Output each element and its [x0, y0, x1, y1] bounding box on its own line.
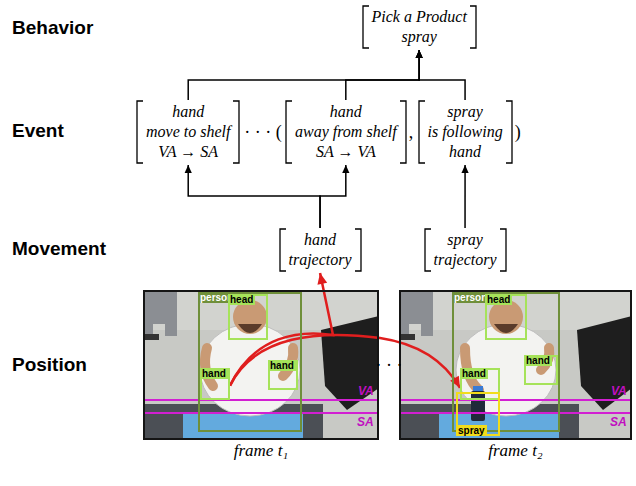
arrow-head	[317, 273, 327, 285]
connector-line	[464, 165, 466, 228]
detection-label: head	[228, 294, 255, 305]
arrow-head	[342, 165, 349, 173]
sequence-mark: · · · (	[244, 121, 281, 143]
arrow-head	[461, 165, 468, 173]
person-box: personheadhandhand	[198, 292, 302, 432]
person-box: personheadhandhandspray	[452, 292, 560, 432]
arrow-head	[416, 50, 423, 58]
hand-box: hand	[524, 355, 558, 385]
matrix-entry: away from shelf	[295, 122, 397, 142]
detection-label: hand	[268, 360, 296, 371]
bracket-line	[137, 101, 239, 163]
connector	[188, 50, 423, 100]
frame-ellipsis: · · ·	[376, 354, 403, 376]
level-label: Behavior	[12, 17, 93, 39]
behavior-matrix: Pick a Productspray	[361, 5, 478, 49]
matrix-entry: hand	[295, 102, 397, 122]
frame-photo	[143, 290, 379, 440]
event-matrix: handmove to shelfVA → SA	[135, 100, 241, 164]
camera-frame: frame t₂personheadhandhandspray	[399, 290, 632, 440]
hand-box: hand	[460, 368, 500, 400]
connector-line	[188, 50, 419, 100]
matrix-entry: trajectory	[289, 250, 352, 270]
matrix-entry: hand	[428, 142, 503, 162]
matrix-entry: spray	[428, 102, 503, 122]
detection-label: head	[485, 294, 512, 305]
movement-matrix: spraytrajectory	[423, 228, 508, 272]
frame-photo	[399, 290, 632, 440]
level-label: Event	[12, 120, 64, 142]
zone-label: VA	[358, 385, 374, 398]
connector	[346, 50, 423, 100]
detection-label: spray	[456, 425, 487, 436]
matrix-entry: VA → SA	[146, 142, 230, 162]
bracket-line	[425, 229, 506, 271]
arrow-head	[185, 165, 192, 173]
matrix-entry: Pick a Product	[372, 7, 467, 27]
connector	[185, 165, 320, 228]
sequence-mark: )	[515, 121, 521, 143]
detection-label: hand	[200, 368, 228, 379]
matrix-entry: trajectory	[434, 250, 497, 270]
zone-label: SA	[357, 416, 374, 429]
matrix-entry: spray	[434, 230, 497, 250]
hand-box: hand	[200, 368, 230, 400]
connector-line	[320, 165, 346, 228]
spray-box: spray	[456, 392, 500, 436]
frame-caption: frame t₂	[401, 441, 630, 461]
event-matrix: sprayis followinghand	[417, 100, 514, 164]
camera-frame: frame t₁personheadhandhand	[143, 290, 379, 440]
connector	[230, 335, 460, 388]
head-box: head	[228, 294, 268, 340]
bracket-line	[363, 6, 476, 48]
arrow-head	[416, 50, 423, 58]
matrix-entry: hand	[289, 230, 352, 250]
connector	[320, 165, 349, 228]
sequence-mark: ,	[409, 121, 414, 143]
detection-label: hand	[460, 368, 488, 379]
connector-line	[419, 50, 465, 100]
frame-caption: frame t₁	[145, 441, 377, 461]
bracket-line	[419, 101, 512, 163]
arrow-head	[416, 50, 423, 58]
zone-label: SA	[610, 416, 627, 429]
connector	[461, 165, 468, 228]
detection-label: hand	[524, 355, 552, 366]
level-label: Position	[12, 354, 87, 376]
matrix-entry: SA → VA	[295, 142, 397, 162]
detection-label: person	[452, 292, 489, 303]
head-box: head	[485, 294, 527, 340]
matrix-entry: is following	[428, 122, 503, 142]
connector	[416, 50, 465, 100]
connector-line	[230, 335, 460, 388]
matrix-entry: hand	[146, 102, 230, 122]
bracket-line	[280, 229, 361, 271]
matrix-entry: move to shelf	[146, 122, 230, 142]
hand-box: hand	[268, 360, 298, 390]
connector-line	[188, 165, 320, 228]
bracket-line	[286, 101, 406, 163]
event-matrix: handaway from shelfSA → VA	[284, 100, 408, 164]
zone-label: VA	[611, 385, 627, 398]
connector-line	[346, 50, 419, 100]
matrix-entry: spray	[372, 27, 467, 47]
level-label: Movement	[12, 238, 106, 260]
movement-matrix: handtrajectory	[278, 228, 363, 272]
